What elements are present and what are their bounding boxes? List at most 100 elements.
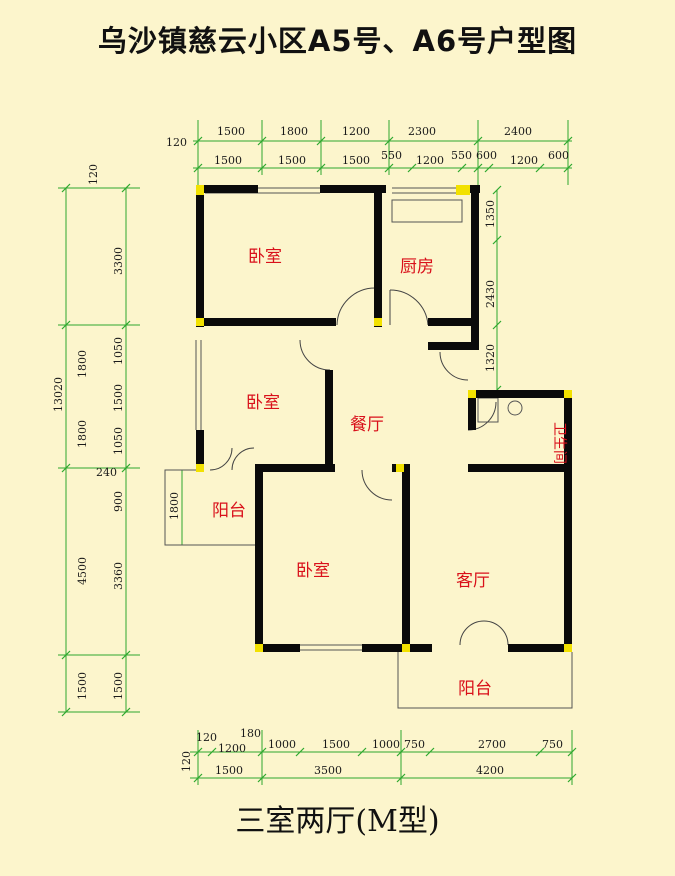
dimension-tick <box>257 163 267 173</box>
dimension-tick <box>121 183 131 193</box>
dim-label: 550 <box>451 149 472 162</box>
dimension-tick <box>563 163 573 173</box>
room-label-dining: 餐厅 <box>350 415 384 435</box>
dimension-tick <box>257 136 267 146</box>
dim-label: 3300 <box>112 247 125 275</box>
dimension-tick <box>384 163 394 173</box>
dim-label: 1800 <box>168 492 181 520</box>
dimension-tick <box>563 136 573 146</box>
dim-label: 2400 <box>504 125 532 138</box>
dimension-tick <box>492 235 502 245</box>
dim-label: 1500 <box>278 154 306 167</box>
dim-label: 3360 <box>112 562 125 590</box>
room-label-balcony-left: 阳台 <box>212 501 246 521</box>
dimension-tick <box>193 136 203 146</box>
room-label-kitchen: 厨房 <box>400 257 434 277</box>
room-label-bedroom-middle: 卧室 <box>246 393 280 413</box>
dimension-tick <box>425 747 435 757</box>
page-title: 乌沙镇慈云小区A5号、A6号户型图 <box>97 24 578 58</box>
dimension-tick <box>473 163 483 173</box>
dim-label: 1500 <box>112 384 125 412</box>
dim-label: 13020 <box>52 377 65 412</box>
dimension-tick <box>121 463 131 473</box>
dimension-tick <box>396 773 406 783</box>
dimension-ticks <box>61 136 577 783</box>
dimension-tick <box>535 747 545 757</box>
dim-label: 1050 <box>112 337 125 365</box>
dim-label: 1500 <box>214 154 242 167</box>
dimension-tick <box>492 185 502 195</box>
dim-label: 3500 <box>314 764 342 777</box>
doors <box>209 287 509 646</box>
dim-label: 750 <box>542 738 563 751</box>
dim-label: 120 <box>180 751 193 772</box>
dim-label: 1200 <box>416 154 444 167</box>
room-label-living: 客厅 <box>456 571 490 591</box>
dim-label: 1500 <box>76 672 89 700</box>
dim-label: 1000 <box>268 738 296 751</box>
walls <box>196 185 572 652</box>
dimension-tick <box>316 136 326 146</box>
dimension-tick <box>567 773 577 783</box>
dim-label: 120 <box>87 164 100 185</box>
dim-label: 1500 <box>342 154 370 167</box>
dimension-tick <box>357 747 367 757</box>
dim-label: 2700 <box>478 738 506 751</box>
dim-label: 600 <box>548 149 569 162</box>
dim-label: 1350 <box>484 200 497 228</box>
dim-label: 1800 <box>280 125 308 138</box>
dimension-tick <box>407 163 417 173</box>
dim-label: 4200 <box>476 764 504 777</box>
dim-label: 240 <box>96 466 117 479</box>
dim-label: 120 <box>196 731 217 744</box>
dim-label: 550 <box>381 149 402 162</box>
dim-label: 900 <box>112 491 125 512</box>
dims-left-inner: 1050 1500 1050 900 3360 1500 1800 <box>112 337 181 700</box>
windows <box>164 187 573 709</box>
dim-label: 1320 <box>484 344 497 372</box>
dimension-tick <box>567 747 577 757</box>
dimension-tick <box>484 163 494 173</box>
room-label-bedroom-top: 卧室 <box>248 247 282 267</box>
dim-label: 1500 <box>217 125 245 138</box>
dimension-tick <box>61 183 71 193</box>
dim-label: 1500 <box>322 738 350 751</box>
dimension-tick <box>316 163 326 173</box>
room-label-bedroom-bottom: 卧室 <box>296 561 330 581</box>
dim-label: 1200 <box>342 125 370 138</box>
layout-type-title: 三室两厅(M型) <box>235 804 440 839</box>
dims-bottom-row1: 120 1200 180 1000 1500 1000 750 2700 750 <box>196 727 563 755</box>
dims-bottom-row2: 120 1500 3500 4200 <box>180 751 504 777</box>
dim-label: 120 <box>166 136 187 149</box>
dimension-tick <box>61 463 71 473</box>
dims-top-row2: 1500 1500 1500 550 1200 550 600 1200 600 <box>214 149 569 167</box>
dimension-tick <box>396 747 406 757</box>
dimension-tick <box>457 163 467 173</box>
dimension-tick <box>193 747 203 757</box>
room-label-balcony-bottom: 阳台 <box>458 679 492 699</box>
dimension-tick <box>384 136 394 146</box>
dimension-tick <box>207 747 217 757</box>
dim-label: 1200 <box>510 154 538 167</box>
dim-label: 1000 <box>372 738 400 751</box>
dimension-tick <box>535 163 545 173</box>
dims-right-kitchen: 1350 2430 1320 <box>484 200 497 372</box>
dim-label: 180 <box>240 727 261 740</box>
dimension-tick <box>295 747 305 757</box>
dimension-tick <box>61 320 71 330</box>
dimension-tick <box>257 773 267 783</box>
dims-top-row1: 120 1500 1800 1200 2300 2400 <box>166 125 532 149</box>
dim-label: 1200 <box>218 742 246 755</box>
dimension-tick <box>257 747 267 757</box>
dimension-tick <box>121 320 131 330</box>
dimension-tick <box>61 707 71 717</box>
dim-label: 2300 <box>408 125 436 138</box>
dim-label: 4500 <box>76 557 89 585</box>
dimension-tick <box>193 163 203 173</box>
dim-label: 1050 <box>112 427 125 455</box>
dimension-tick <box>121 707 131 717</box>
dim-label: 1500 <box>112 672 125 700</box>
dims-left-outer: 120 3300 1800 1800 240 13020 4500 1500 <box>52 164 125 700</box>
dimension-tick <box>193 773 203 783</box>
